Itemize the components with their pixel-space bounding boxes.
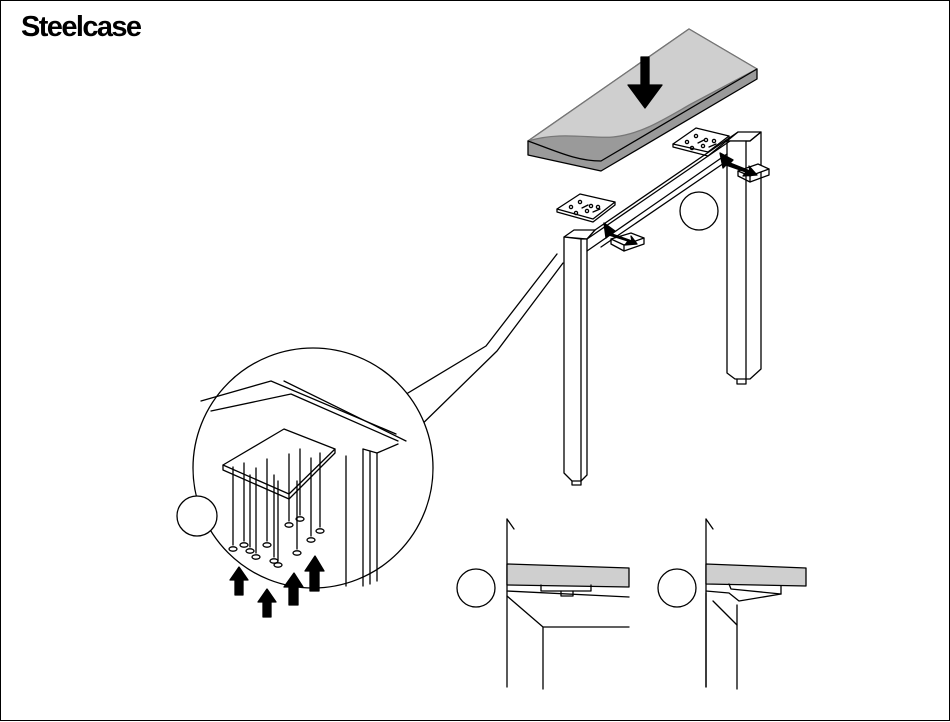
front-leg xyxy=(564,230,595,485)
up-arrow-icon xyxy=(230,567,248,595)
section-detail-b xyxy=(658,519,806,689)
mounting-plate-back xyxy=(673,128,729,156)
detail-callout-circle xyxy=(680,192,718,230)
section-detail-a xyxy=(457,519,629,689)
detail-callout-circle xyxy=(658,569,696,607)
magnified-detail xyxy=(193,348,433,588)
mounting-plate-front xyxy=(557,194,615,222)
detail-callout-circle xyxy=(177,496,217,536)
detail-callout-circle xyxy=(457,569,495,607)
magnifier-leader xyxy=(393,254,563,435)
up-arrow-icon xyxy=(258,589,276,617)
